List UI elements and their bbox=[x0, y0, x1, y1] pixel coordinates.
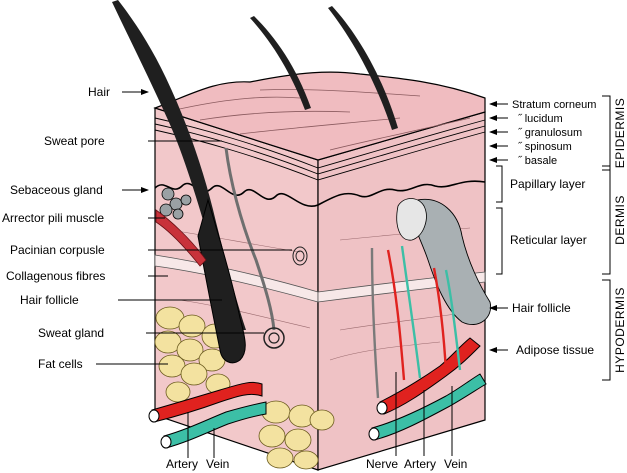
sebaceous-right bbox=[396, 198, 427, 241]
papillary-bracket bbox=[496, 165, 503, 203]
pacinian-corpuscle bbox=[292, 246, 308, 266]
sweat-gland-coil bbox=[263, 327, 285, 349]
dermal-papillae-right bbox=[317, 180, 486, 206]
vein-left-cut bbox=[160, 435, 172, 449]
arrector-pili-muscle bbox=[155, 209, 207, 267]
sebaceous-gland bbox=[159, 187, 192, 220]
label-basale: ˝ basale bbox=[518, 155, 557, 167]
epidermis-strata-right bbox=[317, 119, 486, 181]
left-labels: Hair Sweat pore Sebaceous gland Arrector… bbox=[2, 85, 110, 371]
label-sebaceous-gland: Sebaceous gland bbox=[10, 183, 103, 197]
leader-lines bbox=[96, 89, 508, 458]
sweat-gland-coil-inner bbox=[268, 332, 280, 344]
skin-surface-top bbox=[153, 71, 486, 161]
label-hair-follicle-right: Hair follicle bbox=[512, 301, 571, 315]
layer-brackets bbox=[496, 95, 611, 381]
label-fat-cells: Fat cells bbox=[38, 357, 83, 371]
label-epidermis: EPIDERMIS bbox=[613, 98, 627, 169]
sweat-duct bbox=[224, 147, 276, 331]
surface-wrinkles bbox=[174, 89, 471, 151]
fat-cells-bottom bbox=[258, 400, 335, 470]
label-hair: Hair bbox=[88, 85, 110, 99]
label-spinosum: ˝ spinosum bbox=[518, 141, 572, 153]
vein-right-cut bbox=[368, 427, 380, 441]
label-arrector-pili-muscle: Arrector pili muscle bbox=[2, 211, 104, 225]
hypodermis-bracket bbox=[602, 279, 611, 381]
artery-right-cut bbox=[376, 401, 388, 415]
hair-shaft-2 bbox=[250, 16, 311, 110]
label-sweat-gland: Sweat gland bbox=[38, 326, 104, 340]
label-dermis: DERMIS bbox=[613, 195, 627, 245]
label-lucidum: ˝ lucidum bbox=[518, 113, 563, 125]
dermis-bracket bbox=[602, 165, 611, 275]
label-artery-right: Artery bbox=[404, 457, 436, 471]
hair-shaft-3 bbox=[328, 6, 398, 130]
dermal-vessels bbox=[370, 245, 462, 399]
hair-follicle-left bbox=[197, 198, 246, 364]
vein-left bbox=[163, 401, 267, 449]
reticular-bracket bbox=[496, 207, 503, 275]
label-adipose-tissue: Adipose tissue bbox=[516, 343, 594, 357]
label-papillary-layer: Papillary layer bbox=[510, 177, 585, 191]
label-nerve: Nerve bbox=[366, 457, 398, 471]
label-vein-right: Vein bbox=[444, 457, 467, 471]
epidermis-bracket bbox=[602, 95, 611, 171]
label-granulosum: ˝ granulosum bbox=[518, 127, 582, 139]
right-labels: Stratum corneum ˝ lucidum ˝ granulosum ˝… bbox=[510, 99, 596, 357]
label-hypodermis: HYPODERMIS bbox=[613, 287, 627, 373]
hair-follicle-right-gland bbox=[412, 198, 492, 325]
artery-left-cut bbox=[148, 409, 160, 423]
label-reticular-layer: Reticular layer bbox=[510, 233, 587, 247]
label-collagenous-fibres: Collagenous fibres bbox=[6, 269, 105, 283]
artery-left bbox=[151, 381, 263, 423]
label-artery-left: Artery bbox=[166, 457, 198, 471]
layer-group-labels: EPIDERMIS DERMIS HYPODERMIS bbox=[613, 98, 627, 373]
artery-right bbox=[379, 337, 481, 415]
label-pacinian-corpusle: Pacinian corpusle bbox=[10, 243, 105, 257]
label-stratum-corneum: Stratum corneum bbox=[512, 99, 596, 111]
label-vein-left: Vein bbox=[206, 457, 229, 471]
dermal-papillae-left bbox=[154, 182, 319, 208]
label-sweat-pore: Sweat pore bbox=[44, 134, 105, 148]
label-hair-follicle: Hair follicle bbox=[20, 293, 79, 307]
bottom-labels: Artery Vein Nerve Artery Vein bbox=[166, 457, 467, 471]
